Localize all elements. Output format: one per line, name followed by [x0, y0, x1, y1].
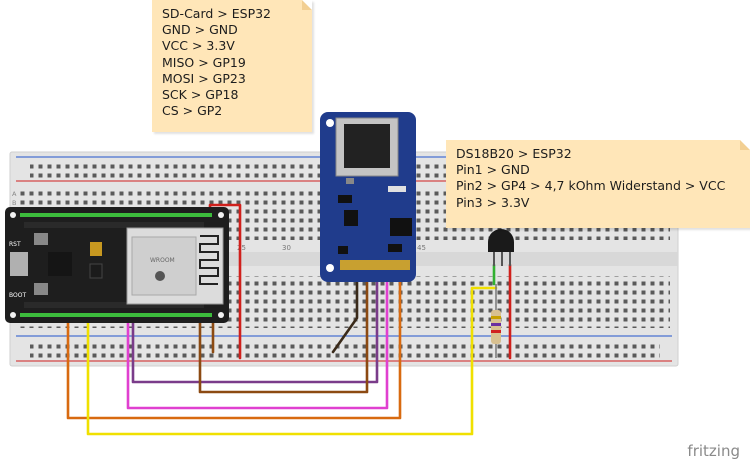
note-line: Pin1 > GND — [456, 162, 530, 178]
sd-card-module — [320, 112, 416, 282]
breadboard-col-45: 45 — [417, 244, 426, 252]
wire-yellow-data — [86, 286, 498, 436]
wire-pink-mosi — [126, 268, 389, 410]
sensor-body — [488, 229, 514, 252]
note-line: CS > GP2 — [162, 103, 223, 119]
wire-brown-sck — [198, 268, 369, 394]
note-line: GND > GND — [162, 22, 238, 38]
wire-purple-miso — [131, 268, 379, 384]
sd-card-wiring-note: SD-Card > ESP32 GND > GND VCC > 3.3V MIS… — [152, 0, 312, 132]
note-line: SD-Card > ESP32 — [162, 6, 272, 21]
fritzing-brand: fritzing — [687, 442, 740, 460]
breadboard-col-30: 30 — [282, 244, 291, 252]
wires — [66, 203, 512, 436]
boot-label: BOOT — [9, 292, 26, 299]
note-line: DS18B20 > ESP32 — [456, 146, 572, 161]
breadboard-col-25: 25 — [237, 244, 246, 252]
usb-port — [10, 252, 28, 276]
breadboard-row-b: B — [12, 199, 16, 207]
note-line: MISO > GP19 — [162, 54, 246, 70]
note-line: Pin3 > 3.3V — [456, 194, 530, 210]
ds18b20-wiring-note: DS18B20 > ESP32 Pin1 > GND Pin2 > GP4 > … — [446, 140, 750, 228]
svg-text:WROOM: WROOM — [150, 257, 175, 264]
note-line: Pin2 > GP4 > 4,7 kOhm Widerstand > VCC — [456, 178, 726, 194]
note-line: MOSI > GP23 — [162, 70, 246, 86]
note-line: VCC > 3.3V — [162, 38, 235, 54]
esp32-board: RST BOOT WROOM — [5, 207, 229, 323]
wire-dark-gnd-sd — [331, 268, 359, 354]
breadboard-row-a: A — [12, 190, 17, 198]
rst-label: RST — [9, 241, 21, 248]
resistor — [491, 284, 501, 358]
wire-orange-cs — [66, 268, 402, 420]
ds18b20-sensor — [488, 229, 514, 266]
note-line: SCK > GP18 — [162, 87, 239, 103]
